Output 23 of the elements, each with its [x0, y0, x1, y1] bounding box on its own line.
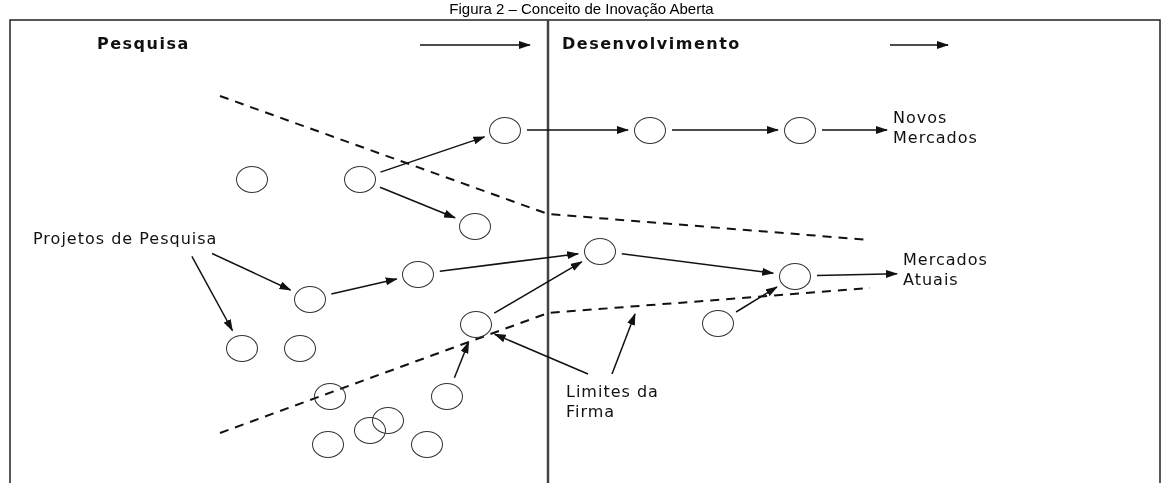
arrow	[493, 261, 583, 314]
arrow	[211, 252, 292, 291]
arrow	[671, 126, 779, 134]
callout-label: Limites da Firma	[566, 382, 681, 422]
arrow	[735, 286, 778, 313]
callout-label: Projetos de Pesquisa	[33, 229, 333, 249]
arrow	[379, 186, 456, 219]
market-label: Mercados Atuais	[903, 250, 1043, 290]
section-heading: Pesquisa	[97, 34, 190, 53]
arrow	[439, 251, 580, 272]
arrow	[191, 255, 234, 332]
arrow	[379, 136, 486, 173]
section-heading: Desenvolvimento	[562, 34, 741, 53]
arrow	[453, 341, 470, 379]
arrow	[526, 126, 629, 134]
market-label: Novos Mercados	[893, 108, 1028, 148]
arrow	[821, 126, 888, 134]
arrow	[493, 333, 589, 375]
figure-title: Figura 2 – Conceito de Inovação Aberta	[448, 0, 715, 18]
arrow	[621, 253, 775, 276]
arrow	[330, 277, 398, 295]
leader-line	[611, 313, 636, 375]
arrow	[816, 269, 898, 278]
